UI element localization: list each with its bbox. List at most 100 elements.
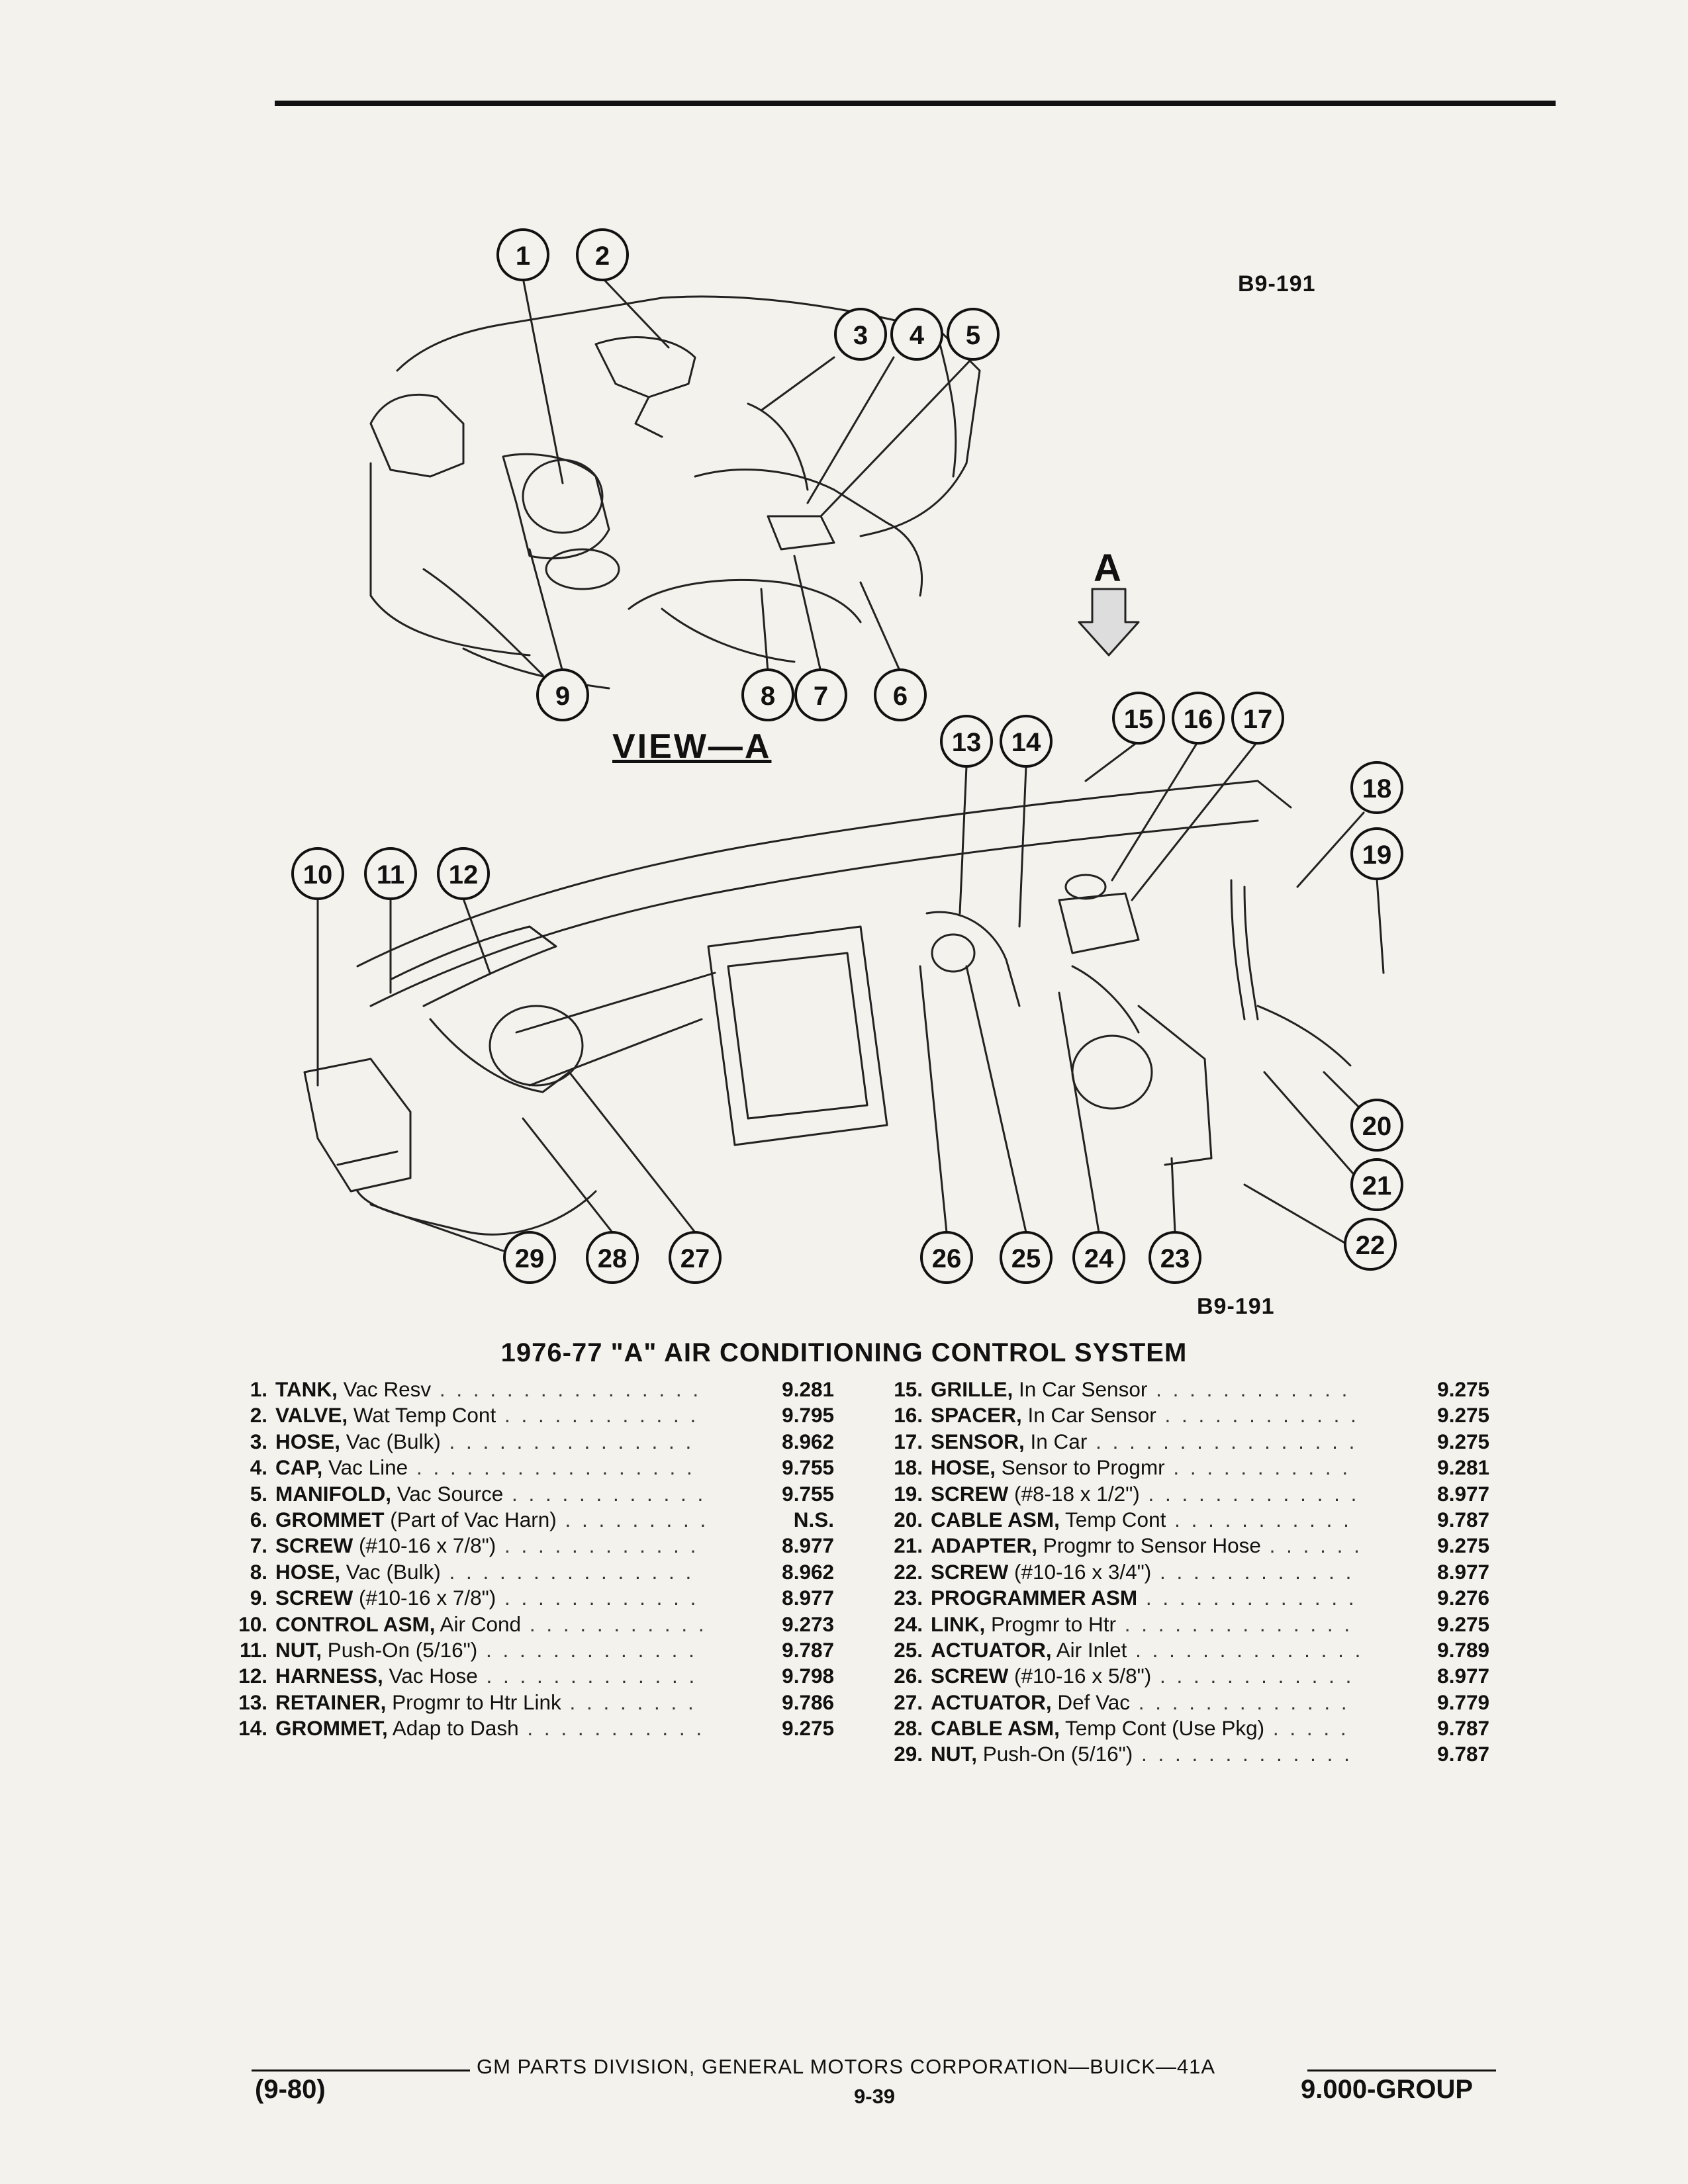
callout-16: 16	[1172, 692, 1225, 745]
callout-14: 14	[1000, 715, 1053, 768]
leader-dots: . . . . . . . . . . . .	[496, 1533, 699, 1558]
svg-text:9: 9	[555, 682, 570, 711]
part-description: CABLE ASM, Temp Cont (Use Pkg) . . . . .	[931, 1715, 1349, 1741]
callout-1: 1	[496, 228, 549, 281]
part-row: 4.CAP, Vac Line . . . . . . . . . . . . …	[218, 1455, 867, 1480]
part-description: HOSE, Vac (Bulk) . . . . . . . . . . . .…	[275, 1559, 694, 1585]
part-detail: Progmr to Htr Link	[386, 1690, 561, 1714]
leader-dots: . . . . . . . . . . .	[521, 1612, 707, 1636]
part-row: 6.GROMMET (Part of Vac Harn) . . . . . .…	[218, 1507, 867, 1533]
part-detail: Vac Source	[391, 1481, 504, 1506]
leader-dots: . . . . . . . . . . . . .	[1133, 1742, 1352, 1766]
svg-text:25: 25	[1011, 1244, 1041, 1273]
part-detail: Vac Hose	[383, 1664, 478, 1688]
part-number: 9.	[250, 1586, 267, 1610]
part-row: 28. CABLE ASM, Temp Cont (Use Pkg) . . . …	[874, 1715, 1489, 1741]
part-description: CONTROL ASM, Air Cond . . . . . . . . . …	[275, 1612, 707, 1637]
callout-24: 24	[1072, 1231, 1125, 1284]
part-description: GROMMET (Part of Vac Harn) . . . . . . .…	[275, 1507, 708, 1533]
callout-6: 6	[874, 668, 927, 721]
part-row: 9.SCREW (#10-16 x 7/8") . . . . . . . . …	[218, 1585, 867, 1611]
part-description: PROGRAMMER ASM . . . . . . . . . . . . .	[931, 1585, 1357, 1611]
part-group-number: 9.275	[1437, 1403, 1489, 1428]
part-name: ADAPTER,	[931, 1533, 1038, 1558]
part-row: 8.HOSE, Vac (Bulk) . . . . . . . . . . .…	[218, 1559, 867, 1585]
leader-dots: . . . . . . . . . . . .	[1151, 1559, 1354, 1584]
footer-page-number: 9-39	[854, 2085, 896, 2108]
part-name: GRILLE,	[931, 1377, 1013, 1401]
part-number: 27.	[894, 1690, 923, 1714]
top-rule	[275, 101, 1556, 106]
part-name: RETAINER,	[275, 1690, 387, 1714]
part-description: GRILLE, In Car Sensor . . . . . . . . . …	[931, 1377, 1350, 1402]
svg-text:16: 16	[1184, 705, 1213, 734]
svg-text:23: 23	[1160, 1244, 1190, 1273]
part-description: CABLE ASM, Temp Cont . . . . . . . . . .…	[931, 1507, 1352, 1533]
part-group-number: 9.795	[782, 1403, 834, 1428]
part-name: MANIFOLD,	[275, 1481, 391, 1506]
part-group-number: 9.755	[782, 1481, 834, 1506]
leader-dots: . . . . . . . . . . .	[1164, 1455, 1351, 1480]
leader-dots: . . . . . . . . . . . . . .	[1127, 1637, 1364, 1662]
part-number: 28.	[894, 1716, 923, 1741]
callout-27: 27	[669, 1231, 722, 1284]
leader-dots: . . . . . . . . . . . . . .	[1116, 1612, 1353, 1636]
part-description: NUT, Push-On (5/16") . . . . . . . . . .…	[931, 1741, 1352, 1767]
part-detail: Wat Temp Cont	[348, 1403, 496, 1428]
svg-text:27: 27	[680, 1244, 710, 1273]
part-row: 3.HOSE, Vac (Bulk) . . . . . . . . . . .…	[218, 1429, 867, 1455]
callout-4: 4	[890, 308, 943, 361]
part-detail: Push-On (5/16")	[322, 1637, 478, 1662]
leader-dots: . . . . . . . . . . . .	[1147, 1377, 1350, 1401]
part-detail: (#10-16 x 3/4")	[1008, 1559, 1152, 1584]
parts-list-right: 15.GRILLE, In Car Sensor . . . . . . . .…	[874, 1377, 1489, 1768]
callout-28: 28	[586, 1231, 639, 1284]
part-name: ACTUATOR,	[931, 1637, 1052, 1662]
svg-text:14: 14	[1011, 728, 1041, 757]
part-row: 25.ACTUATOR, Air Inlet . . . . . . . . .…	[874, 1637, 1489, 1663]
part-name: CONTROL ASM,	[275, 1612, 436, 1636]
callout-19: 19	[1350, 827, 1403, 880]
callout-18: 18	[1350, 761, 1403, 814]
part-row: 2.VALVE, Wat Temp Cont . . . . . . . . .…	[218, 1402, 867, 1428]
footer-group: 9.000-GROUP	[1301, 2075, 1474, 2104]
part-detail: Temp Cont (Use Pkg)	[1059, 1716, 1265, 1741]
part-number: 4.	[250, 1455, 267, 1480]
part-group-number: 8.977	[1437, 1481, 1489, 1506]
callout-20: 20	[1350, 1099, 1403, 1152]
part-row: 15.GRILLE, In Car Sensor . . . . . . . .…	[874, 1377, 1489, 1402]
part-detail: In Car Sensor	[1013, 1377, 1148, 1401]
part-description: GROMMET, Adap to Dash . . . . . . . . . …	[275, 1715, 704, 1741]
part-detail: Def Vac	[1051, 1690, 1131, 1714]
part-number: 22.	[894, 1559, 923, 1584]
part-number: 23.	[894, 1586, 923, 1610]
part-group-number: 9.787	[1437, 1716, 1489, 1741]
part-row: 5.MANIFOLD, Vac Source . . . . . . . . .…	[218, 1481, 867, 1507]
svg-text:8: 8	[761, 682, 775, 711]
part-detail: (#10-16 x 7/8")	[353, 1586, 496, 1610]
svg-text:3: 3	[853, 321, 868, 350]
svg-text:6: 6	[893, 682, 908, 711]
svg-text:10: 10	[303, 860, 333, 889]
leader-dots: . . . . . . . . . . . . . . . .	[1087, 1429, 1358, 1453]
part-name: PROGRAMMER ASM	[931, 1586, 1138, 1610]
part-name: LINK,	[931, 1612, 986, 1636]
part-name: SCREW	[931, 1481, 1009, 1506]
part-description: TANK, Vac Resv . . . . . . . . . . . . .…	[275, 1377, 701, 1402]
part-group-number: 9.276	[1437, 1586, 1489, 1610]
part-detail: Air Inlet	[1051, 1637, 1127, 1662]
svg-text:13: 13	[952, 728, 982, 757]
part-description: SCREW (#10-16 x 3/4") . . . . . . . . . …	[931, 1559, 1354, 1585]
view-arrow-label: A	[1094, 547, 1121, 590]
part-group-number: 9.275	[1437, 1612, 1489, 1636]
part-description: HOSE, Vac (Bulk) . . . . . . . . . . . .…	[275, 1429, 694, 1455]
part-description: SPACER, In Car Sensor . . . . . . . . . …	[931, 1402, 1359, 1428]
callouts: 1 2 3 4 5 6 7 8 9 10 11 12 13 14 15 16 1…	[291, 228, 1403, 1284]
svg-text:12: 12	[449, 860, 479, 889]
callout-10: 10	[291, 847, 344, 900]
part-name: HOSE,	[275, 1429, 341, 1453]
part-number: 12.	[238, 1664, 267, 1688]
part-group-number: 9.275	[1437, 1429, 1489, 1453]
part-group-number: 8.977	[1437, 1559, 1489, 1584]
part-description: VALVE, Wat Temp Cont . . . . . . . . . .…	[275, 1402, 698, 1428]
